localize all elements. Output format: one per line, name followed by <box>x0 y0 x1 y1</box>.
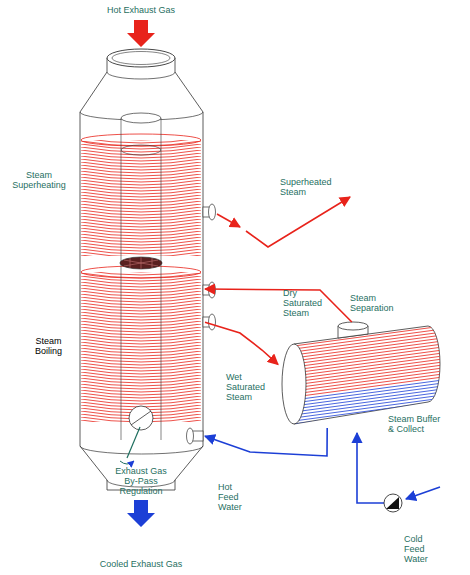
cold-feed-pipe <box>406 487 440 499</box>
section-label: Steam Superheating <box>6 170 72 190</box>
inner-tube <box>121 118 161 440</box>
drum-end <box>282 344 306 424</box>
coil-section: Steam Boiling <box>82 296 205 442</box>
feed-pump <box>384 494 402 512</box>
drum-content <box>282 326 442 426</box>
coil-section: Steam Superheating <box>82 135 205 293</box>
bypass-damper <box>129 406 153 430</box>
water-space <box>282 392 442 414</box>
pipe-label: Dry Saturated Steam <box>283 288 328 318</box>
nozzle-flange <box>209 314 216 330</box>
nozzle-flange <box>209 282 216 298</box>
nozzle-flange <box>187 428 194 444</box>
nozzle-flange <box>209 204 216 220</box>
separator-dome-top <box>338 322 368 330</box>
cold-feed-pipe <box>357 433 384 503</box>
boiling-coil <box>81 272 201 422</box>
section-label: Steam Buffer & Collect <box>388 414 444 434</box>
pipe-label: Wet Saturated Steam <box>226 372 271 402</box>
hot-gas-arrow <box>127 20 155 47</box>
water-space <box>282 395 442 417</box>
flow-label: Steam Separation <box>350 293 400 313</box>
superheated-steam-pipe <box>246 197 350 247</box>
steam-pipe <box>217 214 240 227</box>
flow-label: Cooled Exhaust Gas <box>71 559 211 569</box>
boiler-shell <box>80 58 203 490</box>
flow-label: Cold Feed Water <box>404 534 438 564</box>
coil-top-turn <box>81 134 201 146</box>
flow-label: Exhaust Gas By-Pass Regulation <box>112 466 170 496</box>
damper-rotation <box>120 461 134 464</box>
steam-drum: Steam Buffer & Collect <box>278 322 442 428</box>
top-flange-bore <box>112 52 170 65</box>
drum-outline <box>278 322 442 428</box>
damper-blade <box>131 411 151 425</box>
inner-tube-ring <box>121 145 161 155</box>
flow-label: Hot Exhaust Gas <box>81 5 201 15</box>
top-flange <box>107 49 175 67</box>
section-label: Steam Boiling <box>26 336 71 356</box>
inner-tube-top <box>121 113 161 123</box>
pipe-connector <box>205 322 278 364</box>
superheater-coil <box>81 140 201 256</box>
separator-mesh <box>120 257 162 269</box>
damper-leader <box>127 427 140 458</box>
separator-mesh-hatch <box>124 257 158 269</box>
pipe-connector <box>205 428 327 456</box>
pump-symbol <box>386 497 399 509</box>
cooled-gas-arrow <box>127 500 155 527</box>
shell-seam <box>80 72 203 487</box>
pipe-label: Hot Feed Water <box>218 482 250 512</box>
pipe-connector <box>205 289 352 322</box>
flow-label: Superheated Steam <box>280 177 340 197</box>
